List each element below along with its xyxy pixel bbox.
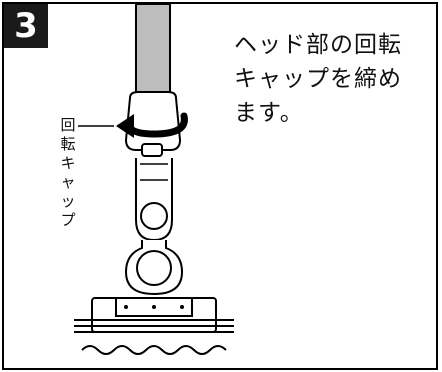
label-char: キ [60, 154, 76, 172]
instruction-panel: 3 ヘッド部の回転 キャップを締め ます。 回 転 キ ャ ッ プ [2, 2, 438, 370]
label-char: ッ [60, 192, 76, 210]
instruction-text: ヘッド部の回転 キャップを締め ます。 [234, 28, 434, 130]
pivot-ring-upper [140, 202, 168, 230]
rotation-cap-label: 回 転 キ ャ ッ プ [59, 116, 77, 230]
label-char: プ [60, 211, 76, 229]
mop-head-illustration [74, 4, 234, 355]
step-number-badge: 3 [4, 4, 48, 48]
label-char: 回 [60, 116, 76, 134]
label-char: ャ [60, 173, 76, 191]
floor-wave [81, 345, 227, 355]
handle-pole [135, 4, 171, 97]
label-char: 転 [60, 135, 76, 153]
instruction-line-3: ます。 [234, 100, 304, 126]
instruction-line-2: キャップを締め [234, 66, 402, 92]
instruction-line-1: ヘッド部の回転 [234, 32, 402, 58]
rotation-cap [124, 91, 182, 151]
pivot-ring-lower [136, 250, 172, 286]
